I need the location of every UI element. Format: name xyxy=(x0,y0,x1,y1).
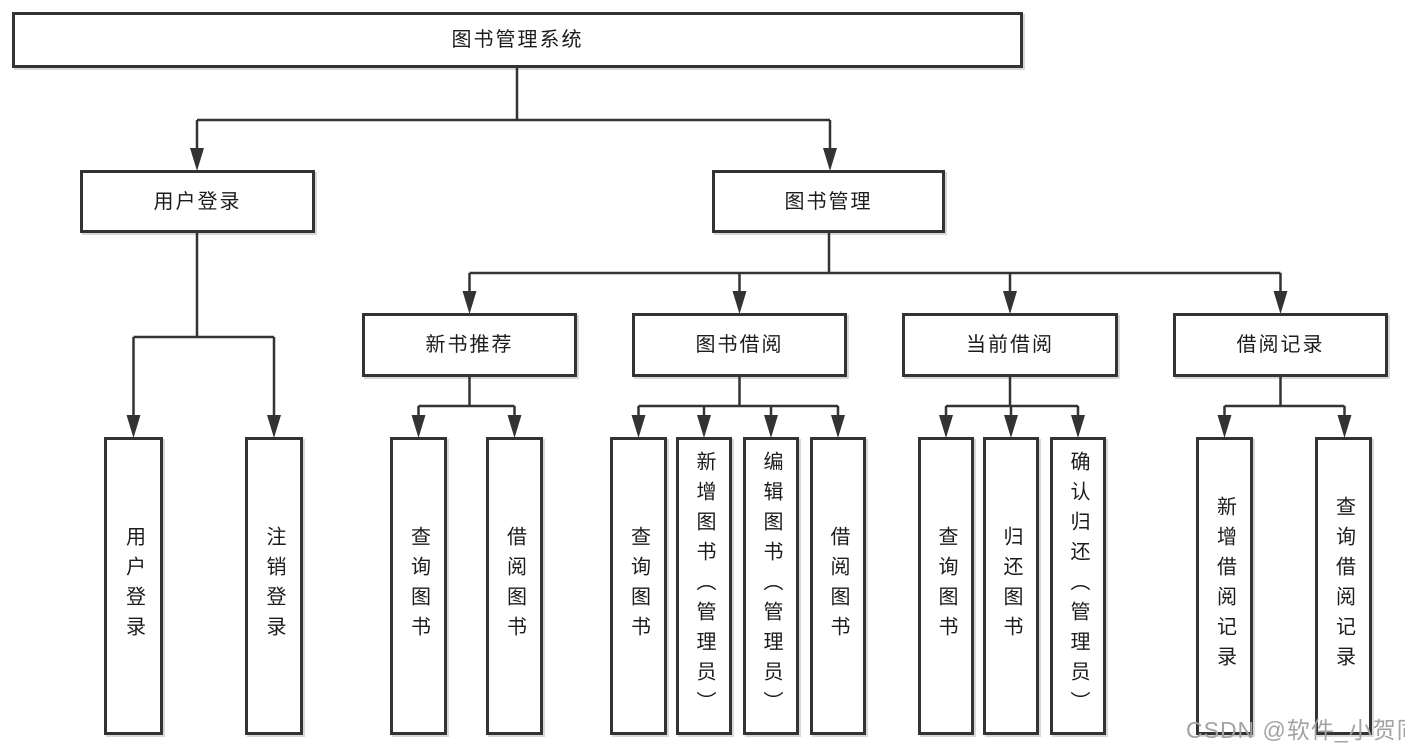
leaf-return-books: 归还图书 xyxy=(983,437,1039,735)
leaf-query-books-1: 查询图书 xyxy=(390,437,447,735)
leaf-edit-books-admin: 编辑图书（管理员） xyxy=(743,437,799,735)
leaf-borrow-books-1: 借阅图书 xyxy=(486,437,543,735)
node-borrow-records: 借阅记录 xyxy=(1173,313,1388,377)
leaf-logout: 注销登录 xyxy=(245,437,303,735)
leaf-add-borrow-record: 新增借阅记录 xyxy=(1196,437,1253,735)
leaf-query-books-3: 查询图书 xyxy=(918,437,974,735)
csdn-watermark: CSDN @软件_小贺同学 xyxy=(1186,717,1405,743)
node-user-login: 用户登录 xyxy=(80,170,315,233)
node-root: 图书管理系统 xyxy=(12,12,1023,68)
leaf-confirm-return-admin: 确认归还（管理员） xyxy=(1050,437,1106,735)
node-book-borrow: 图书借阅 xyxy=(632,313,847,377)
leaf-query-books-2: 查询图书 xyxy=(610,437,667,735)
leaf-add-books-admin: 新增图书（管理员） xyxy=(676,437,732,735)
leaf-user-login: 用户登录 xyxy=(104,437,163,735)
leaf-query-borrow-record: 查询借阅记录 xyxy=(1315,437,1372,735)
leaf-borrow-books-2: 借阅图书 xyxy=(810,437,866,735)
node-new-book-recommend: 新书推荐 xyxy=(362,313,577,377)
node-current-borrow: 当前借阅 xyxy=(902,313,1118,377)
node-book-management: 图书管理 xyxy=(712,170,945,233)
